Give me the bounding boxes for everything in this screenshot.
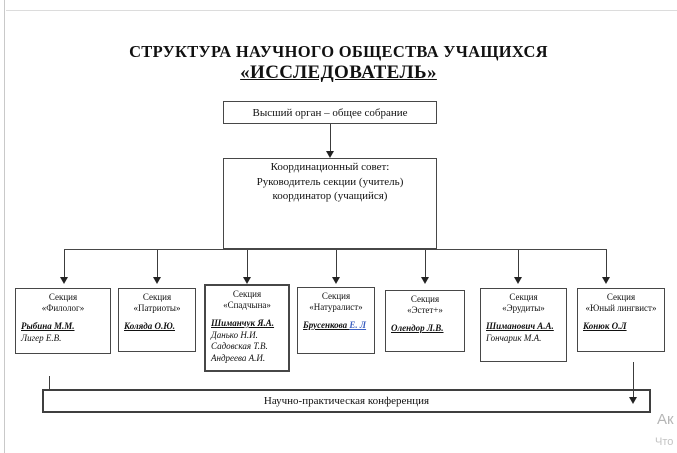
section-box-patrioty: Секция «Патриоты» Коляда О.Ю. [118, 288, 196, 352]
section-name: «Эрудиты» [502, 303, 545, 313]
arrow-down-icon [326, 151, 334, 158]
section-name: «Патриоты» [133, 303, 181, 313]
section-type-label: Секция [606, 292, 636, 302]
section-leader: Конюк О.Л [583, 321, 627, 331]
section-leader: Брусенкова Е. Л [303, 320, 367, 330]
section-type-label: Секция [48, 292, 78, 302]
section-type-label: Секция [509, 292, 538, 302]
section-name: «Эстет+» [407, 305, 443, 315]
leader-name-link[interactable]: Е. Л [349, 320, 367, 330]
member-name: Гончарик М.А. [486, 332, 542, 343]
member-name: Андреева А.И. [211, 352, 266, 363]
section-name: «Натуралист» [309, 302, 363, 312]
connector-line [633, 362, 634, 398]
arrow-down-icon [421, 277, 429, 284]
arrow-down-icon [153, 277, 161, 284]
connector-line [64, 250, 65, 277]
section-box-estet: Секция «Эстет+» Олендор Л.В. [385, 290, 465, 352]
section-type-label: Секция [321, 291, 351, 301]
section-box-yuny-lingvist: Секция «Юный лингвист» Конюк О.Л [577, 288, 665, 352]
arrow-down-icon [332, 277, 340, 284]
coordination-line: Руководитель секции (учитель) [256, 175, 404, 188]
diagram-title: СТРУКТУРА НАУЧНОГО ОБЩЕСТВА УЧАЩИХСЯ [129, 42, 548, 61]
connector-line [247, 250, 248, 277]
watermark-subtext: Что [655, 436, 674, 448]
arrow-down-icon [602, 277, 610, 284]
node-highest-organ-label: Высший орган – общее собрание [252, 106, 408, 119]
page-edge-line [4, 0, 5, 453]
section-type-label: Секция [410, 294, 440, 304]
connector-line [49, 376, 50, 390]
section-leader: Олендор Л.В. [391, 323, 444, 333]
node-coordination-extension [223, 203, 437, 249]
node-highest-organ: Высший орган – общее собрание [223, 101, 437, 124]
section-members: Лигер Е.В. [21, 333, 107, 345]
section-box-naturalist: Секция «Натуралист» Брусенкова Е. Л [297, 287, 375, 354]
member-name: Лигер Е.В. [21, 332, 62, 343]
connector-line [606, 250, 607, 277]
section-leader: Рыбина М.М. [21, 321, 75, 331]
member-name: Данько Н.И. [211, 329, 258, 340]
arrow-down-icon [629, 397, 637, 404]
connector-horizontal-line [64, 249, 607, 250]
section-name: «Спадчына» [223, 300, 271, 310]
page-top-rule [6, 10, 677, 11]
arrow-down-icon [514, 277, 522, 284]
arrow-down-icon [60, 277, 68, 284]
connector-line [518, 250, 519, 277]
section-members: Гончарик М.А. [486, 333, 563, 345]
connector-line [336, 250, 337, 277]
connector-line [157, 250, 158, 277]
section-members: Данько Н.И.Садовская Т.В.Андреева А.И. [211, 330, 285, 365]
section-type-label: Секция [142, 292, 172, 302]
section-leader: Коляда О.Ю. [124, 321, 176, 331]
member-name: Садовская Т.В. [211, 341, 268, 351]
section-box-filolog: Секция «Филолог» Рыбина М.М. Лигер Е.В. [15, 288, 111, 354]
watermark-text: Ак [657, 411, 674, 428]
node-conference: Научно-практическая конференция [42, 389, 651, 413]
section-leader: Шиманович А.А. [486, 321, 554, 331]
section-name: «Филолог» [41, 303, 85, 313]
arrow-down-icon [243, 277, 251, 284]
section-type-label: Секция [232, 289, 262, 299]
section-leader: Шиманчук Я.А. [211, 318, 275, 328]
coordination-line: Координационный совет: [270, 161, 390, 173]
diagram-subtitle: «ИССЛЕДОВАТЕЛЬ» [240, 62, 437, 83]
node-coordination-council: Координационный совет: Руководитель секц… [223, 158, 437, 204]
coordination-line: координатор (учащийся) [272, 190, 388, 202]
connector-line [425, 250, 426, 277]
section-box-spadchyna: Секция «Спадчына» Шиманчук Я.А. Данько Н… [204, 284, 290, 372]
section-box-erudity: Секция «Эрудиты» Шиманович А.А. Гончарик… [480, 288, 567, 362]
section-name: «Юный лингвист» [585, 303, 657, 313]
conference-label: Научно-практическая конференция [263, 395, 430, 407]
connector-line [330, 124, 331, 152]
